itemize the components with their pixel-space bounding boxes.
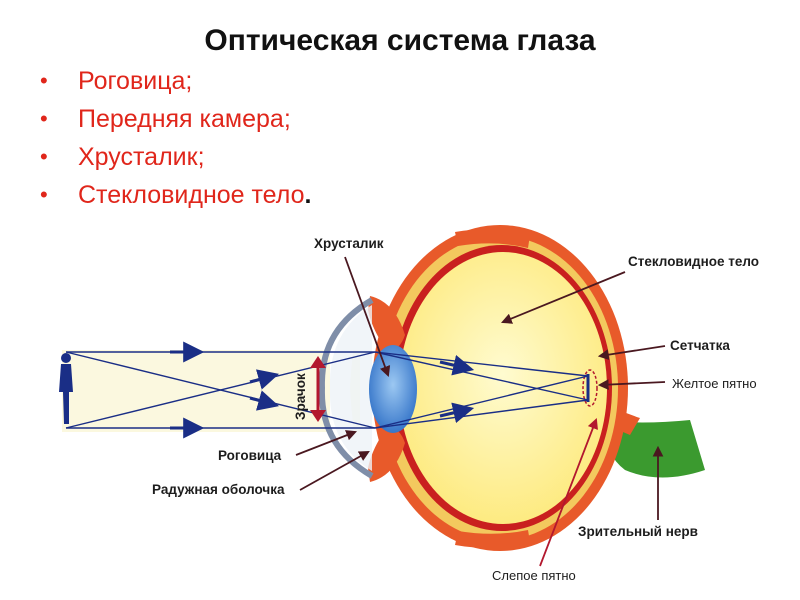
- label-optic-nerve: Зрительный нерв: [578, 524, 698, 539]
- label-cornea: Роговица: [218, 448, 282, 463]
- label-lens: Хрусталик: [314, 236, 384, 251]
- label-blind-spot: Слепое пятно: [492, 568, 576, 583]
- label-iris: Радужная оболочка: [152, 482, 285, 497]
- label-vitreous: Стекловидное тело: [628, 254, 759, 269]
- label-macula: Желтое пятно: [672, 376, 757, 391]
- pupil-label: Зрачок: [293, 373, 308, 420]
- label-retina: Сетчатка: [670, 338, 730, 353]
